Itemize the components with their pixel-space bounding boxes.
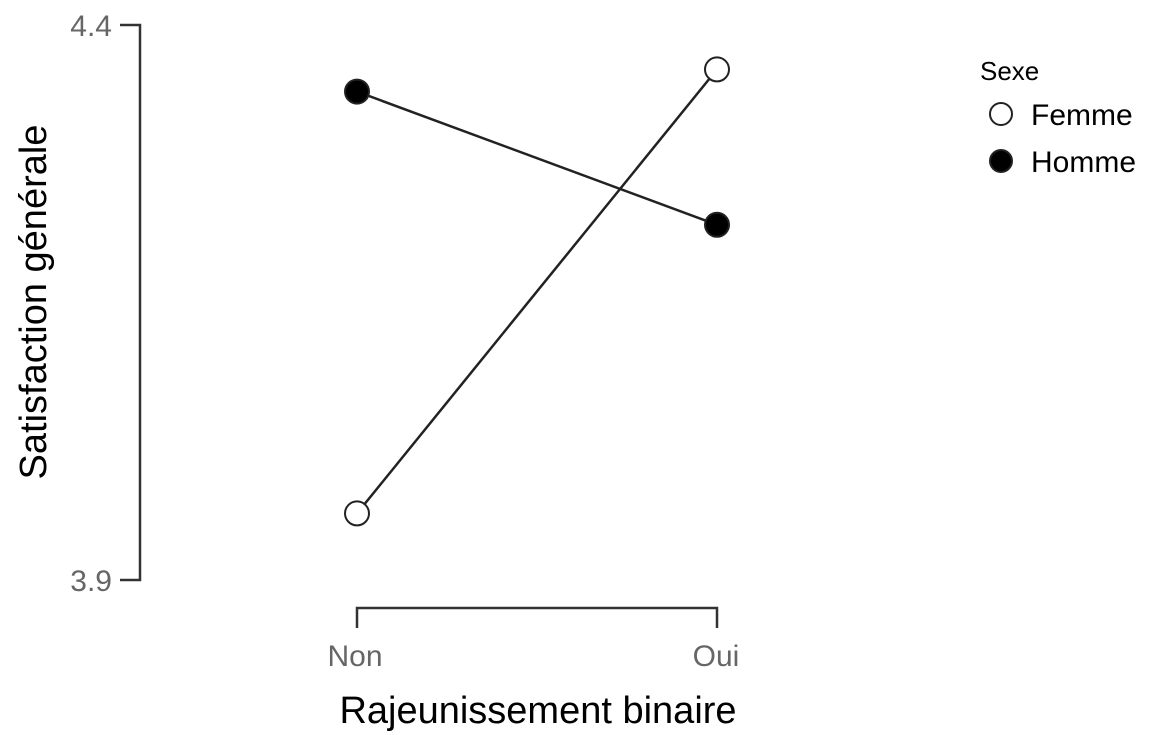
x-axis-title: Rajeunissement binaire	[339, 690, 736, 732]
legend-title: Sexe	[980, 56, 1039, 86]
y-axis-line	[120, 23, 142, 582]
y-axis-title: Satisfaction générale	[13, 125, 55, 480]
legend-label-femme: Femme	[1031, 99, 1133, 132]
point-homme-non	[344, 78, 370, 105]
legend-label-homme: Homme	[1031, 146, 1136, 179]
legend-marker-femme	[989, 102, 1013, 126]
series-line-homme	[356, 90, 718, 226]
legend: Sexe Femme Homme	[980, 56, 1136, 179]
y-tick-label-top: 4.4	[70, 10, 112, 43]
point-femme-oui	[704, 56, 730, 83]
point-homme-oui	[704, 211, 730, 238]
point-femme-non	[344, 500, 370, 527]
x-axis-line	[355, 606, 719, 628]
x-tick-label-oui: Oui	[693, 640, 740, 673]
legend-marker-homme	[989, 149, 1013, 173]
x-tick-label-non: Non	[327, 640, 382, 673]
series-line-femme	[356, 68, 718, 515]
series-layer	[344, 56, 730, 527]
y-tick-label-bottom: 3.9	[70, 565, 112, 598]
